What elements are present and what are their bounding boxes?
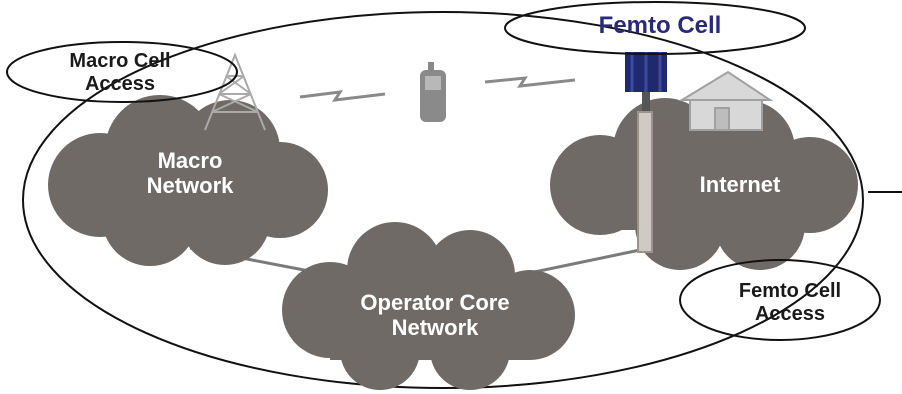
house-icon xyxy=(678,70,774,131)
coverage-ellipse xyxy=(22,11,864,389)
mobile-phone-icon xyxy=(420,62,446,122)
internet-label: Internet xyxy=(699,172,781,197)
femto-cell-access-callout xyxy=(679,259,881,341)
operator-core-cloud xyxy=(282,222,575,390)
macro-network-label: Macro Network xyxy=(110,148,270,199)
pole-icon xyxy=(637,111,653,253)
femto-cell-label: Femto Cell xyxy=(598,12,722,39)
macro-cell-access-line1: Macro Cell xyxy=(69,50,171,72)
macro-cell-access-line2: Access xyxy=(84,73,156,95)
macro-network-line2: Network xyxy=(146,173,234,199)
femto-cell-callout xyxy=(504,1,806,55)
macro-network-line1: Macro xyxy=(157,148,223,173)
femto-cell-box-icon xyxy=(625,52,667,112)
femto-cell-access-line1: Femto Cell xyxy=(738,280,842,302)
link-internet-core xyxy=(519,248,641,277)
macro-cell-access-label: Macro Cell Access xyxy=(40,50,200,96)
operator-core-label: Operator Core Network xyxy=(320,290,550,341)
operator-core-line2: Network xyxy=(391,315,479,341)
macro-network-cloud xyxy=(48,95,328,266)
femto-cell-access-line2: Access xyxy=(754,303,826,325)
macro-cell-access-callout xyxy=(6,41,238,103)
lightning-icon xyxy=(299,90,386,102)
lightning-icon xyxy=(484,76,576,88)
operator-core-line1: Operator Core xyxy=(360,290,510,315)
femto-cell-access-label: Femto Cell Access xyxy=(710,280,870,326)
